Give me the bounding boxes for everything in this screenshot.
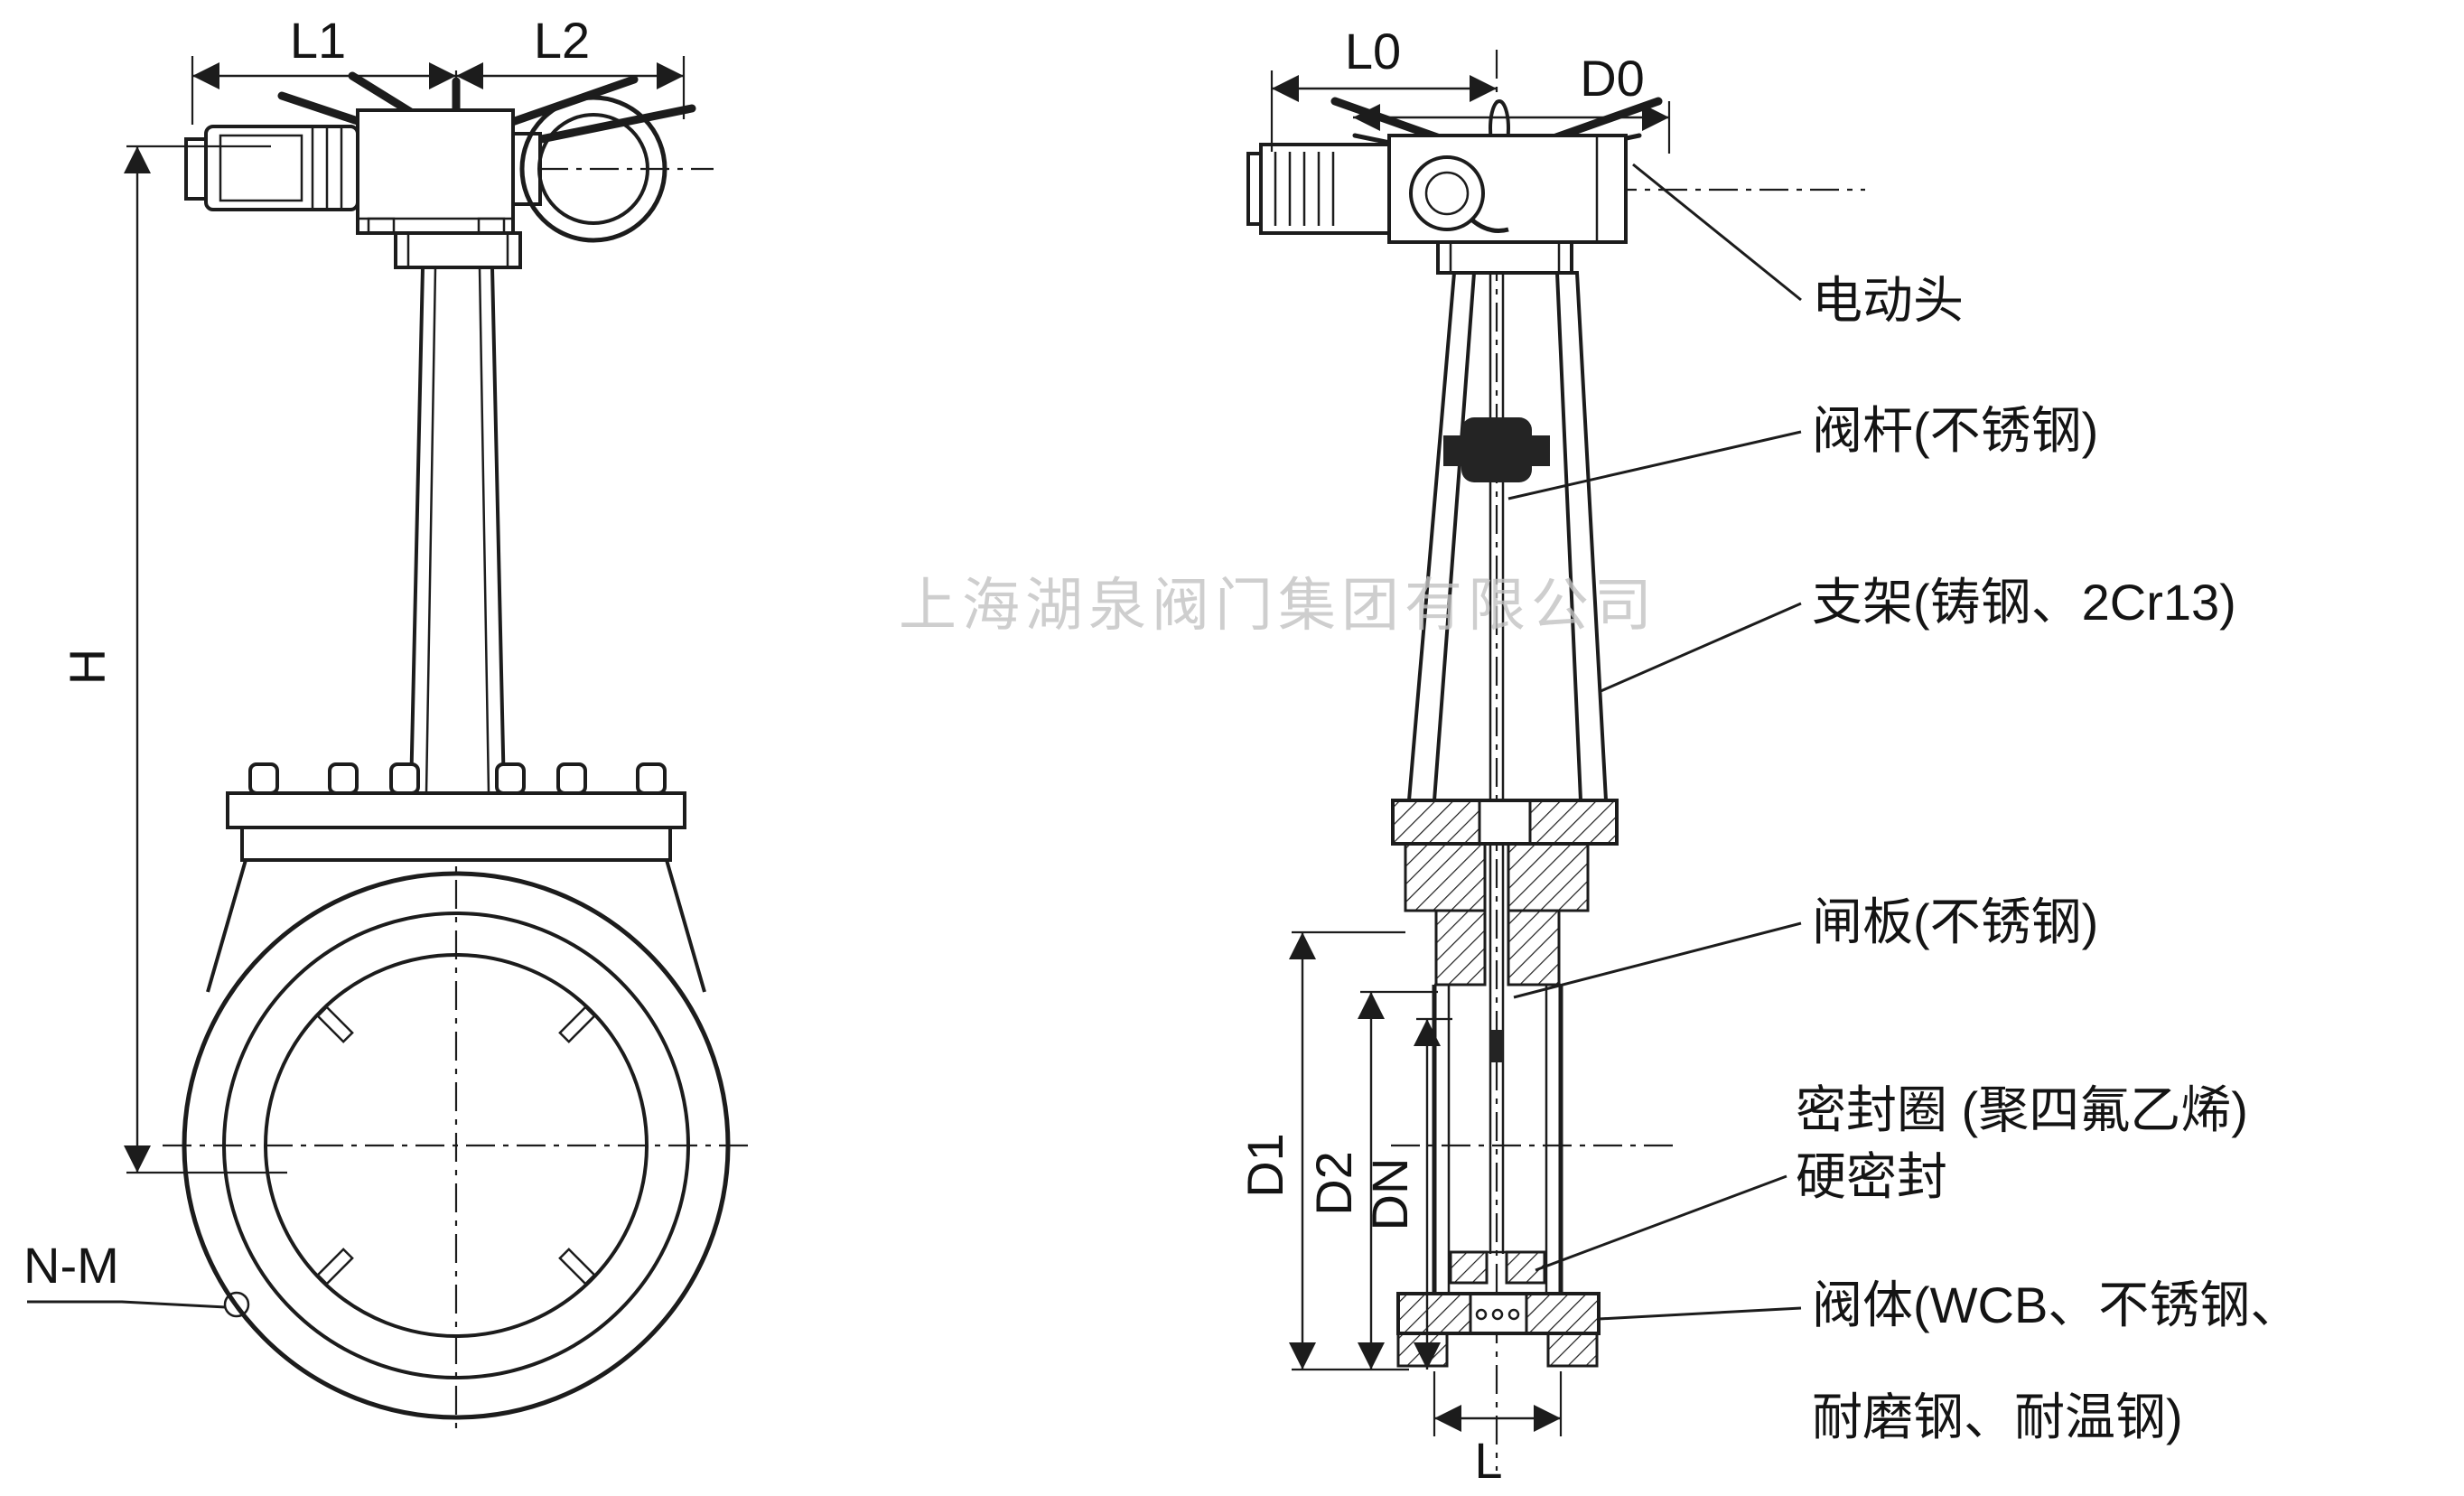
front-dim-h: H bbox=[59, 145, 287, 1174]
side-yoke-base-plate bbox=[1391, 799, 1619, 846]
callout-stem-label: 阀杆(不锈钢) bbox=[1812, 402, 2098, 459]
callout-seal-label-line1: 密封圈 (聚四氟乙烯) bbox=[1796, 1081, 2248, 1138]
side-dim-dn: DN bbox=[1361, 1017, 1452, 1370]
side-bonnet-packing bbox=[1404, 842, 1590, 986]
front-dim-l1-l2: L1 L2 bbox=[191, 12, 686, 125]
side-seat-seal bbox=[1449, 1250, 1546, 1285]
side-yoke-bracket bbox=[1406, 240, 1609, 802]
watermark-text: 上海湖泉阀门集团有限公司 bbox=[899, 573, 1657, 638]
callout-seal-label-line2: 硬密封 bbox=[1796, 1148, 1947, 1205]
side-valve-stem bbox=[1443, 273, 1550, 1254]
front-flange bbox=[206, 791, 706, 993]
dim-label-l1: L1 bbox=[290, 12, 346, 69]
front-motor bbox=[184, 125, 359, 211]
side-dim-l: L bbox=[1433, 1371, 1563, 1489]
side-bottom-flange bbox=[1396, 1292, 1601, 1368]
side-dim-d0: D0 bbox=[1353, 50, 1671, 154]
dim-label-nm: N-M bbox=[23, 1237, 119, 1294]
side-dim-d2: D2 bbox=[1305, 990, 1438, 1370]
front-yoke bbox=[394, 231, 522, 795]
side-actuator-body bbox=[1387, 134, 1628, 244]
front-handwheel-icon bbox=[511, 95, 667, 243]
front-actuator-body bbox=[356, 108, 515, 235]
callout-leader-lines bbox=[1507, 163, 1802, 1321]
front-valve-body bbox=[182, 871, 731, 1420]
callout-gate-label: 闸板(不锈钢) bbox=[1812, 893, 2098, 950]
side-dim-d1: D1 bbox=[1237, 930, 1409, 1371]
dim-label-dn: DN bbox=[1361, 1158, 1418, 1231]
front-flange-bolts bbox=[248, 762, 667, 795]
callout-body-label-line2: 耐磨钢、耐温钢) bbox=[1812, 1388, 2183, 1445]
side-dim-l0: L0 bbox=[1270, 23, 1497, 152]
dim-label-h: H bbox=[59, 649, 116, 685]
dim-label-d0: D0 bbox=[1580, 50, 1645, 107]
callout-actuator-label: 电动头 bbox=[1812, 272, 1964, 329]
side-view-drawing: L0 D0 D1 D2 DN L bbox=[1237, 23, 1865, 1489]
side-motor bbox=[1246, 143, 1391, 235]
dim-label-l0: L0 bbox=[1345, 23, 1401, 79]
dim-label-l: L bbox=[1474, 1432, 1502, 1489]
dim-label-d1: D1 bbox=[1237, 1133, 1293, 1198]
front-view-drawing: L1 L2 H N-M bbox=[23, 12, 750, 1432]
callout-bracket-label: 支架(铸钢、2Cr13) bbox=[1812, 574, 2236, 631]
dim-label-d2: D2 bbox=[1305, 1151, 1362, 1216]
front-bolt-hole-callout bbox=[27, 1291, 250, 1318]
callout-labels: 电动头 阀杆(不锈钢) 支架(铸钢、2Cr13) 闸板(不锈钢) 密封圈 (聚四… bbox=[1796, 272, 2301, 1445]
dim-label-l2: L2 bbox=[534, 12, 590, 69]
callout-body-label-line1: 阀体(WCB、不锈钢、 bbox=[1812, 1276, 2301, 1333]
